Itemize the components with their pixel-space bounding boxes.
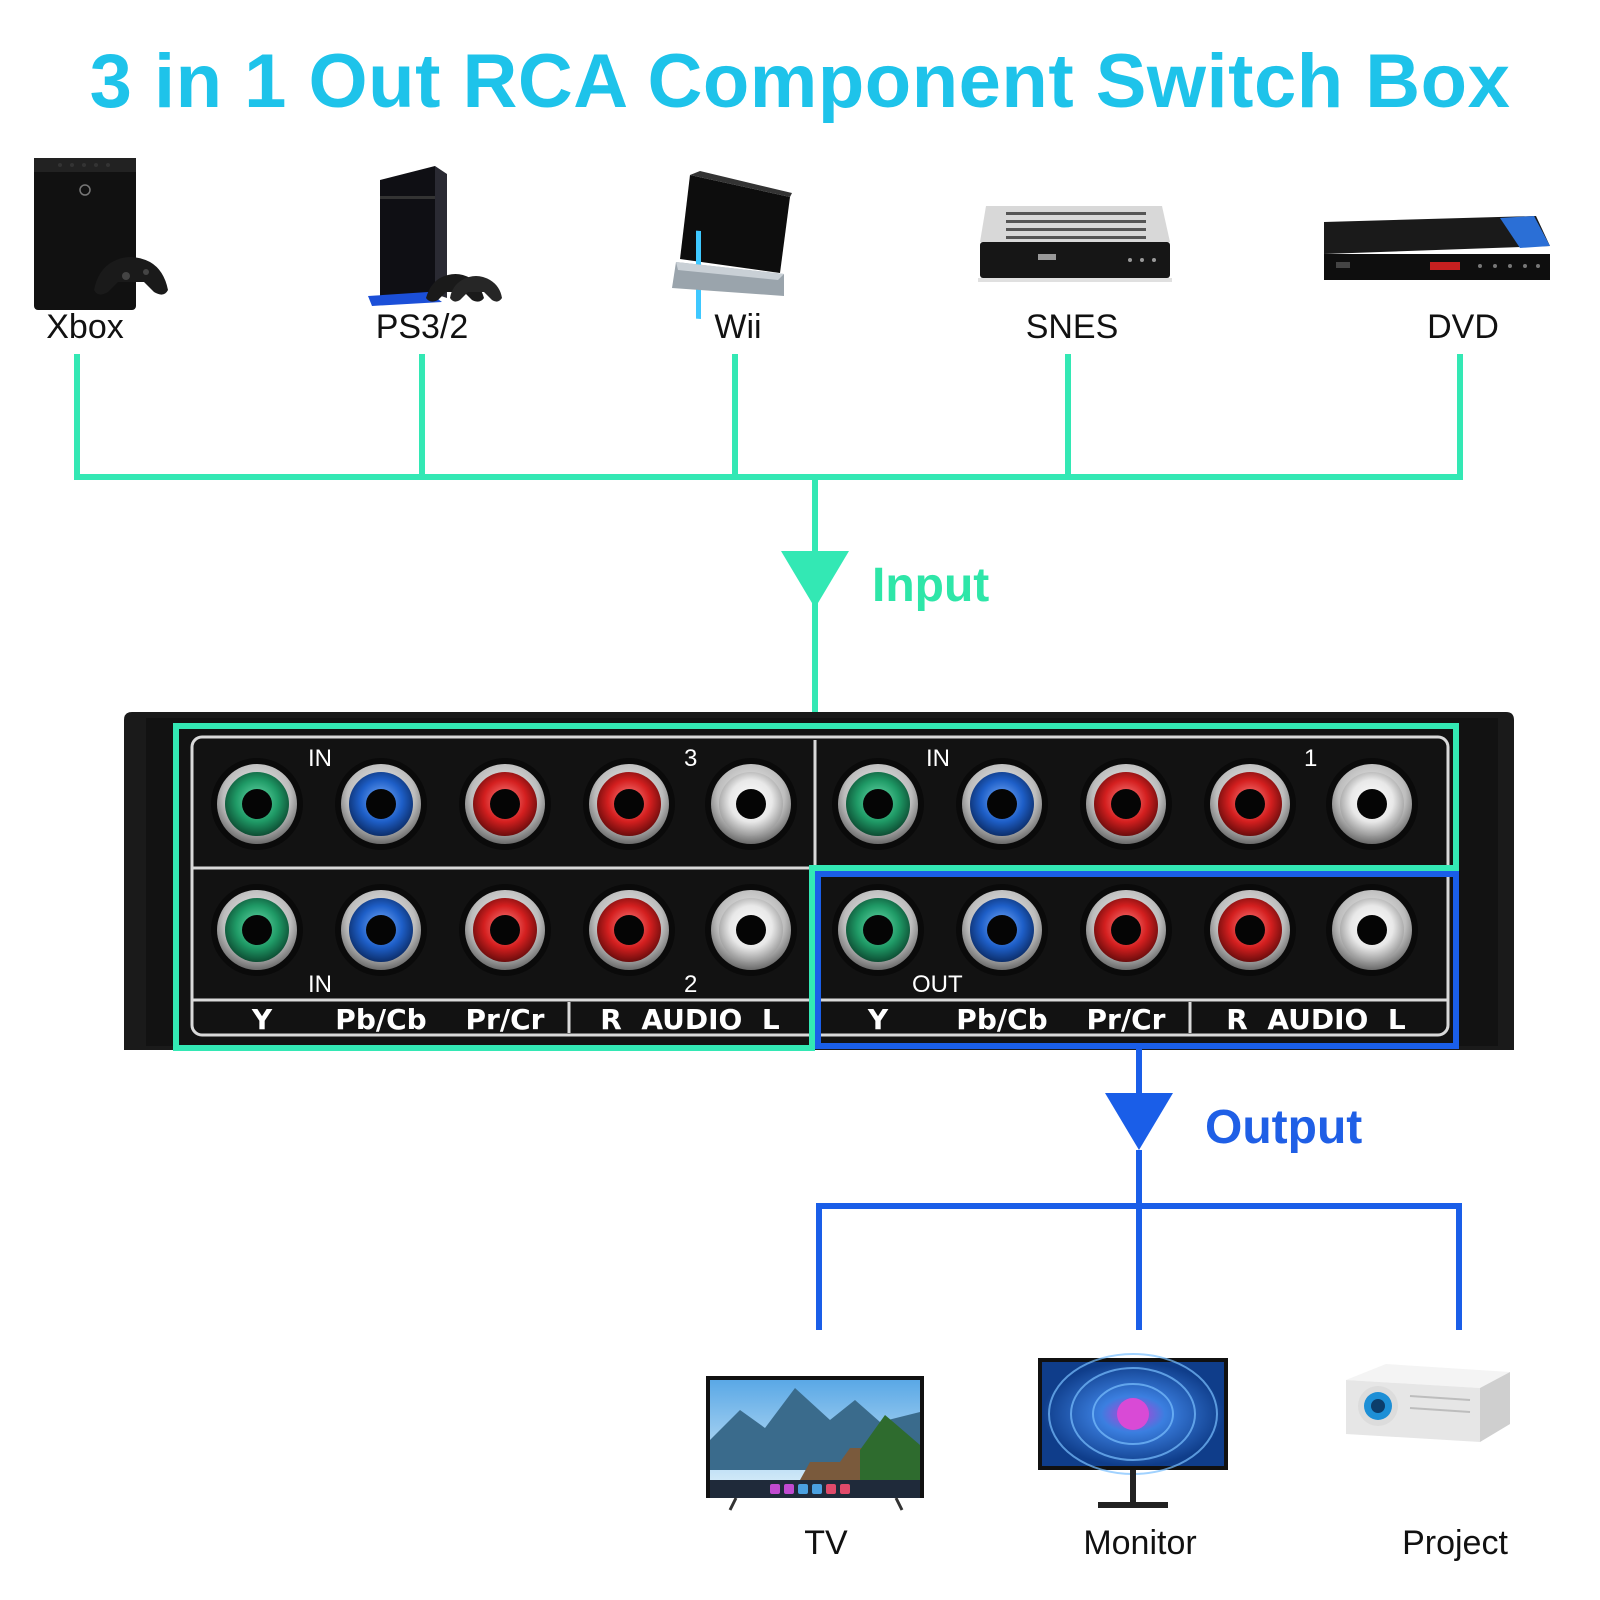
top-jack-red [1080,758,1172,850]
column-label-y-right: Y [867,1003,889,1036]
bottom-jack-green [211,884,303,976]
top-jack-green [211,758,303,850]
wii-console-icon [672,171,792,320]
column-label-pb-left: Pb/Cb [335,1003,426,1036]
playstation-console-icon [368,166,502,306]
column-label-audio-right: R AUDIO L [1226,1003,1406,1036]
top-jack-green [832,758,924,850]
set-top-box-icon [978,206,1172,282]
projector-icon [1346,1364,1510,1442]
panel-label-in-3: IN [308,745,332,772]
panel-label-in-1: IN [926,745,950,772]
column-label-audio-left: R AUDIO L [600,1003,780,1036]
panel-label-out: OUT [912,971,963,998]
bottom-jack-red [1080,884,1172,976]
panel-label-number-1: 1 [1304,745,1317,772]
output-connector-lines [816,1046,1462,1330]
source-label-wii: Wii [714,308,762,346]
top-jack-blue [335,758,427,850]
source-label-ps: PS3/2 [375,308,469,346]
input-connector-lines [74,354,1463,728]
column-label-pb-right: Pb/Cb [956,1003,1047,1036]
output-label-monitor: Monitor [1083,1524,1197,1562]
bottom-jack-blue [335,884,427,976]
column-label-pr-right: Pr/Cr [1087,1003,1166,1036]
top-jack-red [1204,758,1296,850]
panel-label-in-2: IN [308,971,332,998]
bottom-jack-blue [956,884,1048,976]
panel-label-number-2: 2 [684,971,697,998]
top-jack-white [1326,758,1418,850]
dvd-player-icon [1324,216,1550,280]
rca-jacks-top-row [211,758,1418,850]
output-label-tv: TV [804,1524,848,1562]
input-arrow-icon [781,551,849,608]
top-jack-blue [956,758,1048,850]
bottom-jack-red [459,884,551,976]
source-label-dvd: DVD [1427,308,1499,346]
rca-jacks-bottom-row [211,884,1418,976]
monitor-icon [1038,1353,1228,1508]
output-arrow-icon [1105,1093,1173,1150]
bottom-jack-white [705,884,797,976]
source-label-snes: SNES [1025,308,1119,346]
bottom-jack-red [1204,884,1296,976]
output-label: Output [1205,1101,1363,1154]
output-label-projector: Project [1402,1524,1508,1562]
column-label-y-left: Y [251,1003,273,1036]
page-title: 3 in 1 Out RCA Component Switch Box [89,39,1511,124]
top-jack-white [705,758,797,850]
bottom-jack-green [832,884,924,976]
bottom-jack-white [1326,884,1418,976]
input-label: Input [872,559,990,612]
bottom-jack-red [583,884,675,976]
xbox-console-icon [34,158,168,310]
tv-icon [706,1376,924,1511]
source-label-xbox: Xbox [46,308,124,346]
top-jack-red [583,758,675,850]
column-label-pr-left: Pr/Cr [466,1003,545,1036]
panel-label-number-3: 3 [684,745,697,772]
top-jack-red [459,758,551,850]
